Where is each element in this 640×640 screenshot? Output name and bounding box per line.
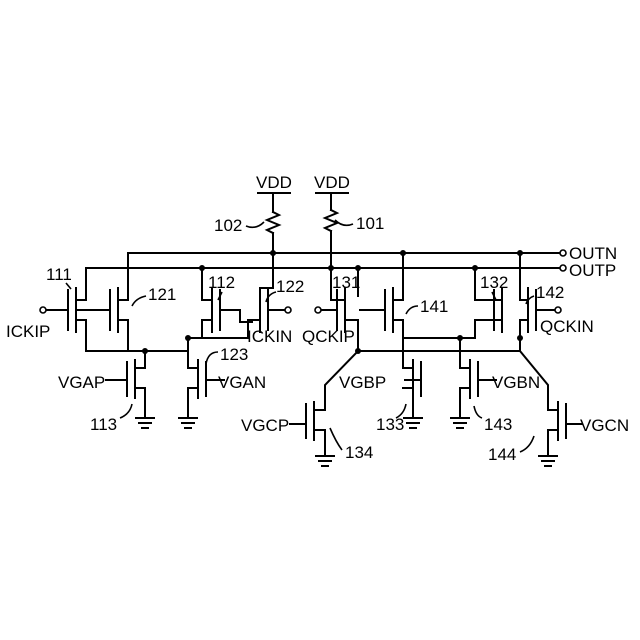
ickip-terminal <box>40 307 46 313</box>
ref-123: 123 <box>220 345 248 364</box>
ground-113 <box>136 418 154 428</box>
ref-132: 132 <box>480 273 508 292</box>
ground-123 <box>179 418 197 428</box>
ref-101: 101 <box>356 214 384 233</box>
ref-141: 141 <box>420 297 448 316</box>
transistor-121-gate <box>78 290 110 330</box>
ref-113: 113 <box>90 415 117 434</box>
i-phase-tails: VGAP 113 VGAN 123 <box>58 338 266 434</box>
qckin-terminal <box>555 307 561 313</box>
ground-134 <box>316 456 334 466</box>
ref-121: 121 <box>148 285 176 304</box>
qckip-terminal <box>315 307 321 313</box>
transistor-123 <box>188 338 198 418</box>
ickin-terminal <box>285 307 291 313</box>
vgap-label: VGAP <box>58 373 105 392</box>
vgbp-label: VGBP <box>339 373 386 392</box>
vgan-label: VGAN <box>218 373 266 392</box>
transistor-122-gate <box>268 290 284 330</box>
ref-101-leader <box>335 220 353 225</box>
vdd-label-left: VDD <box>256 173 292 192</box>
transistor-144 <box>520 338 558 456</box>
outp-terminal <box>560 265 566 271</box>
qckin-label: QCKIN <box>540 317 594 336</box>
ref-143: 143 <box>484 415 512 434</box>
ref-134: 134 <box>345 443 373 462</box>
qckip-label: QCKIP <box>302 327 355 346</box>
ref-122: 122 <box>276 277 304 296</box>
ground-144 <box>539 456 557 466</box>
ref-112: 112 <box>208 273 235 292</box>
ref-133: 133 <box>376 415 404 434</box>
transistor-141-gate <box>358 268 385 330</box>
ground-143 <box>451 418 469 428</box>
transistor-113 <box>135 351 145 418</box>
transistor-131-gate <box>322 290 337 330</box>
transistor-113-gate <box>106 362 127 396</box>
resistor-102 <box>267 212 279 233</box>
transistor-141 <box>393 253 460 338</box>
ickin-label: ICKIN <box>247 327 292 346</box>
q-phase-tails: VGBP 133 VGBN 143 VGCP 134 VGCN 144 <box>241 338 629 466</box>
ref-131: 131 <box>332 273 360 292</box>
ground-133 <box>404 398 422 428</box>
outn-terminal <box>560 250 566 256</box>
ref-111: 111 <box>46 265 72 284</box>
ref-102-leader <box>246 222 264 227</box>
ickip-label: ICKIP <box>6 322 50 341</box>
vgcn-label: VGCN <box>580 416 629 435</box>
vgbn-label: VGBN <box>492 373 540 392</box>
ref-102: 102 <box>214 216 242 235</box>
ref-144: 144 <box>488 445 516 464</box>
vdd-label-right: VDD <box>314 173 350 192</box>
ref-142: 142 <box>536 283 564 302</box>
outp-label: OUTP <box>569 261 616 280</box>
transistor-133 <box>403 338 413 398</box>
transistor-134-gate <box>290 404 306 438</box>
vgcp-label: VGCP <box>241 416 289 435</box>
